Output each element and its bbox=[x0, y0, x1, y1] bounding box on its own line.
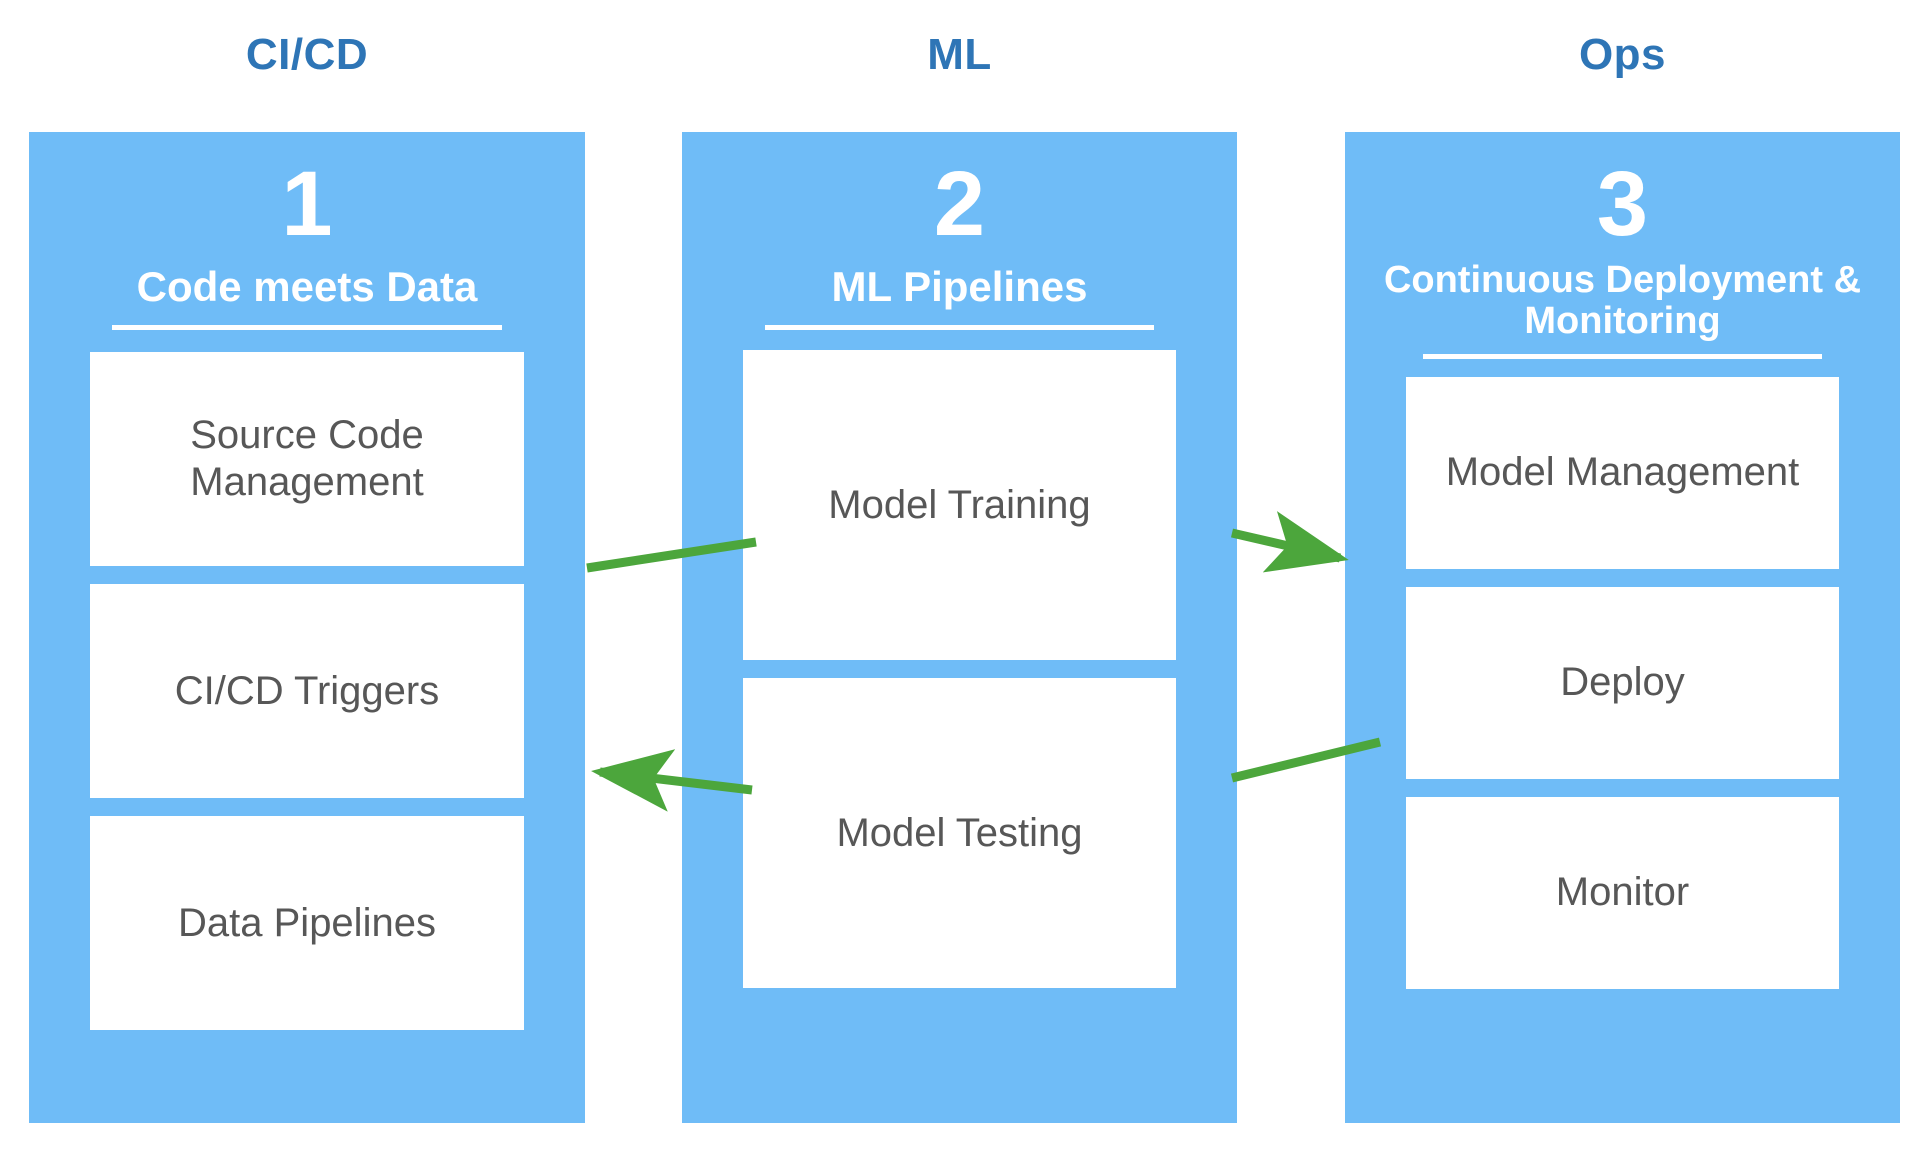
column-number-1: 1 bbox=[281, 153, 333, 255]
card-list-3: Model Management Deploy Monitor bbox=[1345, 377, 1900, 1123]
card-cicd-triggers[interactable]: CI/CD Triggers bbox=[90, 584, 524, 799]
column-header-ml: ML bbox=[927, 30, 992, 79]
column-ml: 2 ML Pipelines Model Training Model Test… bbox=[682, 132, 1237, 1123]
column-cicd: 1 Code meets Data Source Code Management… bbox=[29, 132, 585, 1123]
column-header-ops: Ops bbox=[1578, 30, 1667, 79]
column-ops: 3 Continuous Deployment & Monitoring Mod… bbox=[1345, 132, 1900, 1123]
card-source-code-management[interactable]: Source Code Management bbox=[90, 352, 524, 567]
column-title-3: Continuous Deployment & Monitoring bbox=[1383, 259, 1862, 343]
column-number-2: 2 bbox=[933, 153, 986, 255]
column-divider-3 bbox=[1422, 354, 1823, 360]
card-model-management[interactable]: Model Management bbox=[1406, 377, 1839, 570]
column-title-1: Code meets Data bbox=[136, 263, 478, 310]
card-deploy[interactable]: Deploy bbox=[1406, 587, 1839, 780]
card-model-testing[interactable]: Model Testing bbox=[743, 678, 1176, 989]
card-list-2: Model Training Model Testing bbox=[682, 350, 1237, 1123]
card-monitor[interactable]: Monitor bbox=[1406, 797, 1839, 990]
column-header-cicd: CI/CD bbox=[245, 30, 369, 79]
card-model-training[interactable]: Model Training bbox=[743, 350, 1176, 661]
column-divider-2 bbox=[765, 325, 1154, 331]
column-divider-1 bbox=[112, 325, 502, 331]
column-title-2: ML Pipelines bbox=[831, 263, 1088, 310]
card-list-1: Source Code Management CI/CD Triggers Da… bbox=[29, 352, 585, 1123]
card-data-pipelines[interactable]: Data Pipelines bbox=[90, 816, 524, 1031]
arrow-ml-to-ops bbox=[1230, 511, 1349, 573]
column-number-3: 3 bbox=[1596, 153, 1649, 255]
